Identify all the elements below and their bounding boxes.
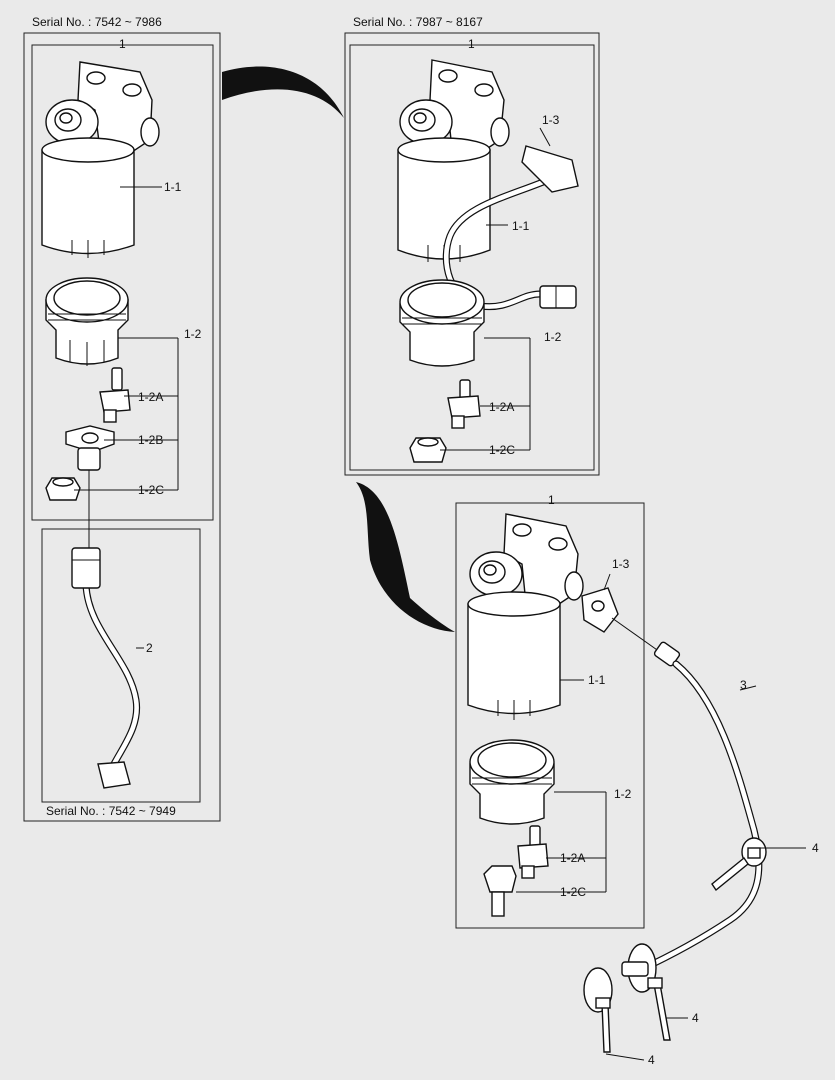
outer-frame-left xyxy=(23,32,221,822)
callout-g3-1: 1 xyxy=(548,493,555,507)
wiring-harness-2 xyxy=(71,547,141,789)
callout-2: 2 xyxy=(146,641,153,655)
callout-g3-1-2c: 1-2C xyxy=(560,885,586,899)
leaders-group-3 xyxy=(516,573,611,893)
sensor-harness-2-1-3 xyxy=(442,145,579,311)
sensor-1-2a xyxy=(99,367,131,423)
filter-cup-2-2 xyxy=(399,279,485,367)
assembly-box-bottom-right xyxy=(455,502,645,929)
callout-g3-1-1: 1-1 xyxy=(588,673,606,687)
callout-3: 3 xyxy=(740,678,747,692)
assembly-box-top-right xyxy=(344,32,600,476)
drain-valve-2-1-2c xyxy=(409,437,447,463)
callout-g3-1-2a: 1-2A xyxy=(560,851,585,865)
callout-g1-1-2b: 1-2B xyxy=(138,433,163,447)
callout-g2-1-2: 1-2 xyxy=(544,330,562,344)
leaders-group-1 xyxy=(74,186,179,491)
callout-g1-1-2: 1-2 xyxy=(184,327,202,341)
callout-g1-1-1: 1-1 xyxy=(164,180,182,194)
serial-label-top-left: Serial No. : 7542 ~ 7986 xyxy=(32,15,162,29)
serial-label-top-right: Serial No. : 7987 ~ 8167 xyxy=(353,15,483,29)
serial-label-bottom-left: Serial No. : 7542 ~ 7949 xyxy=(46,804,176,818)
transition-arc-bottom xyxy=(356,482,455,632)
sensor-3-1-2a xyxy=(517,825,549,879)
cable-tie-4-right xyxy=(621,943,671,1041)
cable-tie-4-left xyxy=(583,967,613,1053)
sensor-3-1-3 xyxy=(581,587,619,633)
transition-arc-top xyxy=(222,66,344,118)
drain-valve-3-1-2c xyxy=(483,865,517,917)
filter-bowl-1-1 xyxy=(41,137,135,258)
drain-valve-1-2c xyxy=(45,477,81,501)
sensor-2-1-2a xyxy=(447,379,481,429)
filter-cup-3-2 xyxy=(469,739,555,825)
assembly-box-1 xyxy=(31,44,214,521)
callout-4-bottom: 4 xyxy=(648,1053,655,1067)
leaders-parts-3-4 xyxy=(136,647,806,1061)
callout-g2-1: 1 xyxy=(468,37,475,51)
filter-head-2 xyxy=(399,59,510,161)
assembly-box-top-right-inner xyxy=(349,44,595,471)
leaders-group-2 xyxy=(440,127,551,451)
callout-4-middle: 4 xyxy=(692,1011,699,1025)
filter-cup-1-2 xyxy=(45,277,129,366)
callout-g3-1-2: 1-2 xyxy=(614,787,632,801)
cable-3 xyxy=(611,617,763,974)
callout-g1-1-2c: 1-2C xyxy=(138,483,164,497)
callout-g2-1-2c: 1-2C xyxy=(489,443,515,457)
callout-g3-1-3: 1-3 xyxy=(612,557,630,571)
plate-1-2b xyxy=(65,425,115,471)
hose-box-2 xyxy=(41,528,201,803)
callout-g1-1: 1 xyxy=(119,37,126,51)
callout-g2-1-2a: 1-2A xyxy=(489,400,514,414)
callout-g2-1-3: 1-3 xyxy=(542,113,560,127)
filter-bowl-2-1 xyxy=(397,137,491,265)
callout-g2-1-1: 1-1 xyxy=(512,219,530,233)
callout-4-top: 4 xyxy=(812,841,819,855)
filter-bowl-3-1 xyxy=(467,591,561,720)
filter-head-1 xyxy=(45,61,160,161)
callout-g1-1-2a: 1-2A xyxy=(138,390,163,404)
cable-tie-4-top xyxy=(711,837,767,892)
